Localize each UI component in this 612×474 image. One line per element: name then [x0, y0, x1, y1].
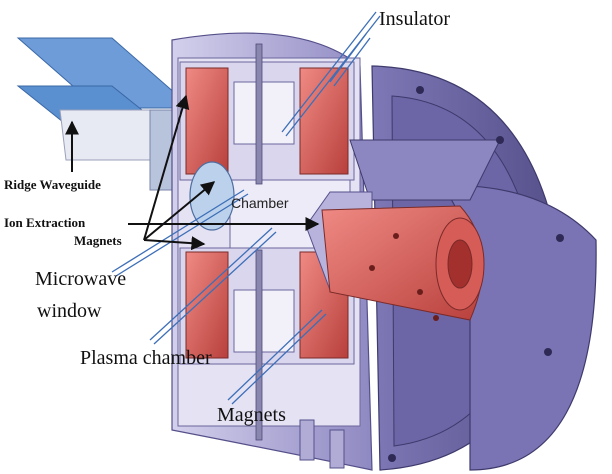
pointer-lines: [111, 11, 381, 405]
label-insulator: Insulator: [379, 8, 451, 30]
black-arrows: [65, 94, 320, 251]
source-body: [171, 32, 373, 471]
label-magnets-small: Magnets: [74, 233, 122, 248]
label-plasma-chamber: Plasma chamber: [80, 347, 212, 369]
ridge-waveguide: [16, 37, 197, 191]
extraction-electrode: [305, 191, 485, 321]
label-microwave-window-line1: Microwave: [35, 268, 127, 290]
label-magnets: Magnets: [217, 404, 286, 426]
label-ion-extraction: Ion Extraction: [4, 215, 86, 230]
label-microwave-window-line2: window: [37, 300, 102, 322]
label-chamber: Chamber: [231, 195, 289, 211]
label-ridge-waveguide: Ridge Waveguide: [4, 177, 101, 192]
